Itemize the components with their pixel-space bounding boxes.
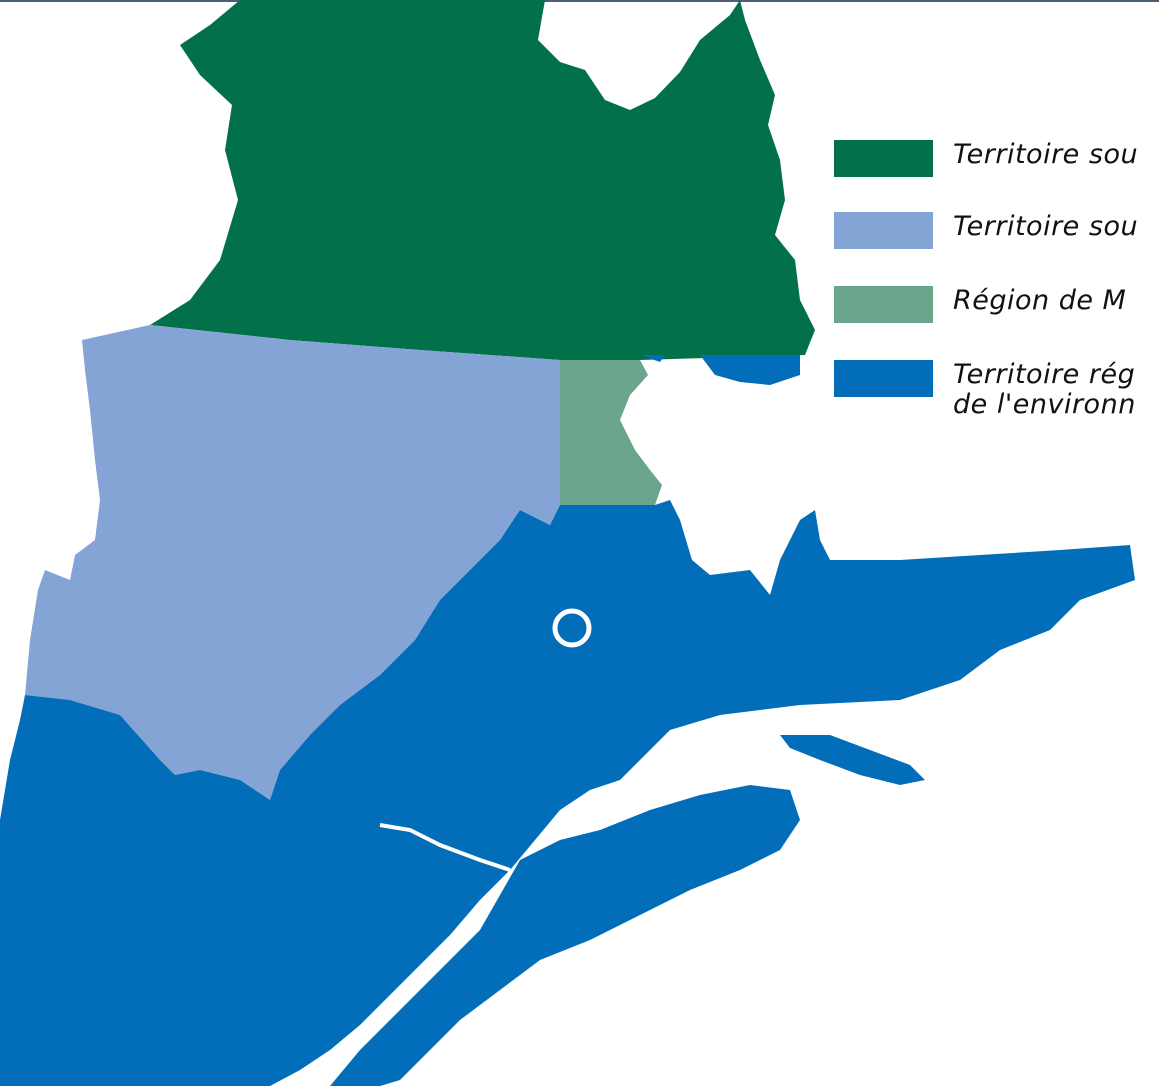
legend-swatch: [834, 140, 933, 177]
manicouagan-ring: [552, 608, 592, 648]
legend-label-line1: Territoire rég: [953, 359, 1136, 390]
region-south-peninsula[interactable]: [330, 785, 800, 1086]
region-north[interactable]: [150, 0, 815, 360]
legend-label: Territoire sou: [953, 139, 1139, 170]
river-line: [379, 823, 511, 872]
legend-swatch: [834, 360, 933, 397]
legend-item: Territoire rég de l'environn: [834, 360, 1136, 420]
region-middle[interactable]: [560, 360, 662, 505]
legend-swatch: [834, 286, 933, 323]
legend-label-multiline: Territoire rég de l'environn: [953, 360, 1136, 420]
region-south[interactable]: [0, 500, 1135, 1086]
top-border: [0, 0, 1159, 2]
region-west[interactable]: [25, 325, 560, 800]
region-south-island[interactable]: [780, 735, 925, 785]
region-south-coast[interactable]: [640, 355, 800, 385]
legend-label: Région de M: [953, 285, 1127, 316]
legend-label-line2: de l'environn: [953, 389, 1136, 420]
legend-swatch: [834, 212, 933, 249]
legend-label: Territoire sou: [953, 211, 1139, 242]
legend-item: Territoire sou: [834, 212, 1138, 249]
legend-item: Territoire sou: [834, 140, 1138, 177]
legend-item: Région de M: [834, 286, 1126, 323]
